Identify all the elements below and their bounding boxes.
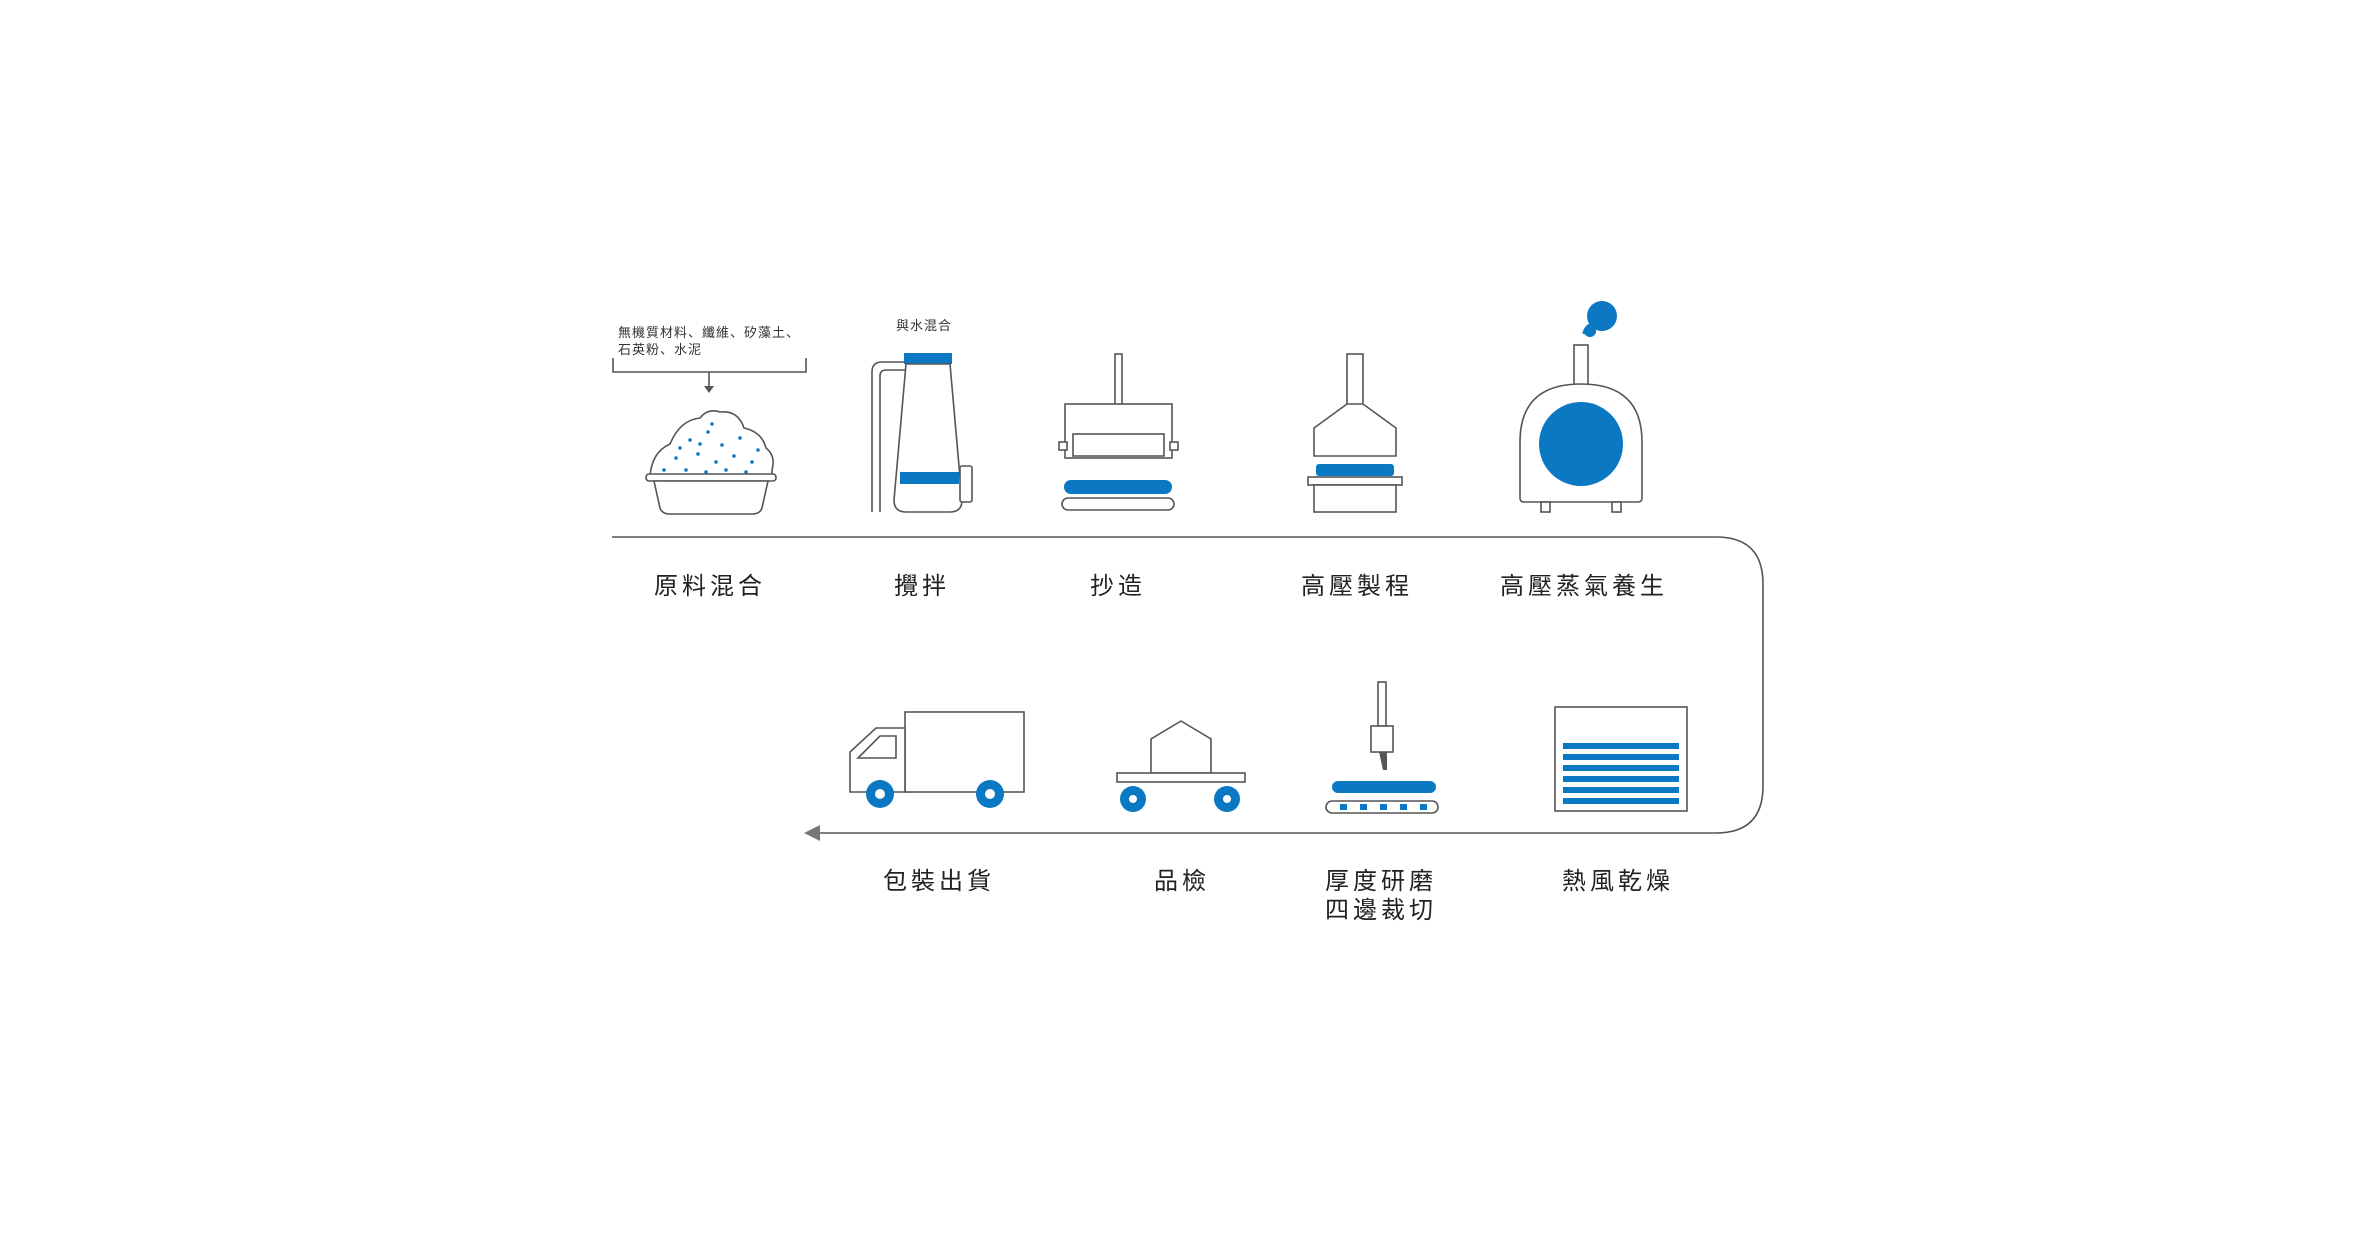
dryer-shelves [1563,743,1679,804]
cutter-blade [1379,752,1387,770]
press-icon [1307,353,1403,513]
flow-path [612,536,1764,834]
truck-hub-front [875,789,885,799]
press-head [1313,403,1397,457]
step-label-hot-air-drying: 熱風乾燥 [1562,867,1674,895]
flow-arrow-head [804,825,820,841]
press-rod [1346,353,1364,407]
forming-clip-right [1169,441,1179,451]
step-label-raw-material-mixing: 原料混合 [654,572,766,600]
feed-pipe [871,361,906,512]
inspection-cart-icon [1116,720,1246,812]
mixer-icon: 與水混合 [871,319,973,513]
steam-wisp [1582,323,1597,335]
materials-bracket [612,358,807,373]
step-label-inspection: 品檢 [1154,867,1210,895]
material-pile [649,410,774,477]
water-note: 與水混合 [896,319,952,334]
press-base [1313,484,1397,513]
truck-icon [849,711,1025,808]
cart-hub-right [1223,795,1231,803]
forming-clip-left [1058,441,1068,451]
press-table [1307,476,1403,486]
forming-plate [1072,433,1165,457]
material-dots [662,422,760,474]
mixer-band [900,472,959,484]
step-label-sheet-forming: 抄造 [1090,572,1146,600]
step-label-grinding-line2: 四邊裁切 [1325,896,1437,924]
cart-platform [1116,772,1246,783]
truck-window [856,735,897,759]
truck-hub-rear [985,789,995,799]
truck-cargo-box [904,711,1025,793]
cart-load [1150,720,1212,774]
cart-hub-left [1129,795,1137,803]
autoclave-chimney [1573,344,1589,388]
step-label-autoclave-curing: 高壓蒸氣養生 [1500,572,1668,600]
dryer-icon [1554,706,1688,812]
step-label-stirring: 攪拌 [894,572,950,600]
formed-sheet [1064,480,1172,494]
grinding-cutting-icon [1325,681,1439,814]
pressed-sheet [1316,464,1394,476]
mixer-motor [959,465,973,503]
autoclave-foot-right [1611,501,1622,513]
mixer-tank [893,363,963,513]
forming-rod [1114,353,1123,407]
mixer-top-cap [904,353,952,364]
step-label-high-pressure-process: 高壓製程 [1301,572,1413,600]
materials-arrow [704,386,714,393]
step-label-grinding-line1: 厚度研磨 [1325,867,1437,895]
step-label-packing-shipping: 包裝出貨 [883,867,995,895]
forming-base [1061,497,1175,511]
sheet-forming-icon [1058,353,1179,511]
bowl-rim [645,473,777,482]
feed-pipe-inner [879,369,906,512]
conveyor-rollers [1340,804,1427,810]
cutter-rod [1377,681,1387,727]
autoclave-icon [1519,301,1643,513]
bowl-body [653,480,769,515]
materials-note-line2: 石英粉、水泥 [618,343,702,358]
cutter-head [1370,725,1394,753]
autoclave-foot-left [1540,501,1551,513]
cut-sheet [1332,781,1436,793]
materials-note-line1: 無機質材料、纖維、矽藻土、 [618,326,800,341]
bowl-icon: 無機質材料、纖維、矽藻土、 石英粉、水泥 [612,326,807,515]
autoclave-chamber [1539,402,1623,486]
